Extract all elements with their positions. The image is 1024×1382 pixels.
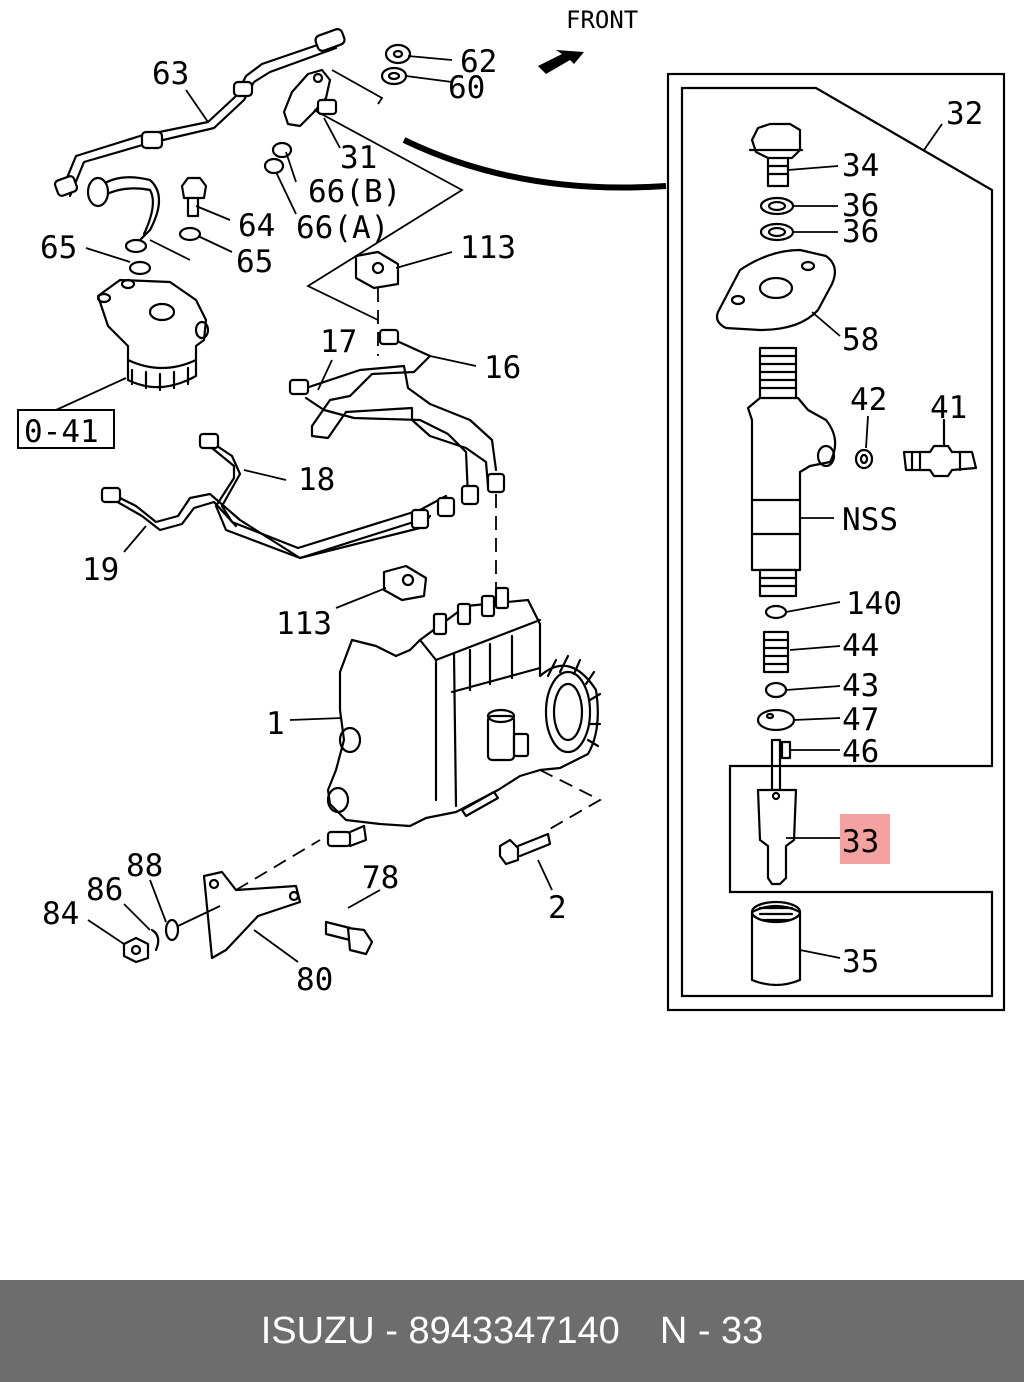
- footer-bar: ISUZU - 8943347140 N - 33: [0, 1280, 1024, 1382]
- parts-diagram: FRONT: [17, 6, 1006, 1012]
- callout-42: 42: [850, 382, 887, 418]
- callout-66b: 66(B): [308, 174, 401, 210]
- callout-84: 84: [42, 896, 79, 932]
- callout-1: 1: [266, 706, 285, 742]
- callout-47: 47: [842, 702, 879, 738]
- highlight-33: [840, 814, 890, 864]
- callout-113-top: 113: [460, 230, 516, 266]
- pump-leaders: [289, 717, 602, 891]
- detail-connector-curve: [402, 137, 667, 191]
- callout-113-bottom: 113: [276, 606, 332, 642]
- callout-33: 33: [842, 824, 879, 860]
- callout-34: 34: [842, 148, 879, 184]
- injection-pump-drawing: [326, 586, 602, 866]
- pipe-leaders: [123, 251, 497, 609]
- injector-leaders: [785, 123, 943, 959]
- callout-32: 32: [946, 96, 983, 132]
- callout-78: 78: [362, 860, 399, 896]
- callout-66a: 66(A): [296, 210, 389, 246]
- callout-63: 63: [152, 56, 189, 92]
- callout-44: 44: [842, 628, 879, 664]
- callout-41: 41: [930, 390, 967, 426]
- callout-reference: N - 33: [659, 1309, 764, 1352]
- fuel-filter-drawing: [17, 278, 210, 449]
- callout-88: 88: [126, 848, 163, 884]
- bracket-drawing: [122, 839, 374, 964]
- callout-36-upper: 36: [842, 188, 879, 224]
- callout-18: 18: [298, 462, 335, 498]
- callout-140: 140: [846, 586, 902, 622]
- callout-2: 2: [548, 890, 567, 926]
- injection-pipes-drawing: [100, 250, 506, 602]
- callout-80: 80: [296, 962, 333, 998]
- callout-16: 16: [484, 350, 521, 386]
- callout-65-right: 65: [236, 244, 273, 280]
- callout-46: 46: [842, 734, 879, 770]
- callout-31: 31: [340, 140, 377, 176]
- callout-62: 62: [460, 44, 497, 80]
- bracket-leaders: [87, 879, 381, 963]
- ref-0-41: 0-41: [24, 414, 99, 450]
- callout-36-lower: 36: [842, 214, 879, 250]
- front-arrow-icon: [538, 50, 584, 74]
- callout-60: 60: [448, 70, 485, 106]
- brand-part-number: ISUZU - 8943347140: [260, 1309, 620, 1352]
- callout-64: 64: [238, 208, 275, 244]
- callout-labels: 63 62 60 31 66(B) 66(A) 64 65 65 113 0-4…: [24, 44, 983, 998]
- injector-assembly-frame: [666, 72, 1006, 1012]
- front-label: FRONT: [566, 6, 638, 34]
- callout-17: 17: [320, 324, 357, 360]
- injector-detail-drawing: [715, 122, 978, 987]
- callout-nss: NSS: [842, 502, 898, 538]
- callout-35: 35: [842, 944, 879, 980]
- callout-58: 58: [842, 322, 879, 358]
- callout-43: 43: [842, 668, 879, 704]
- callout-65-left: 65: [40, 230, 77, 266]
- callout-19: 19: [82, 552, 119, 588]
- return-pipe-drawing: [53, 28, 412, 276]
- callout-86: 86: [86, 872, 123, 908]
- upper-leaders: [85, 55, 464, 321]
